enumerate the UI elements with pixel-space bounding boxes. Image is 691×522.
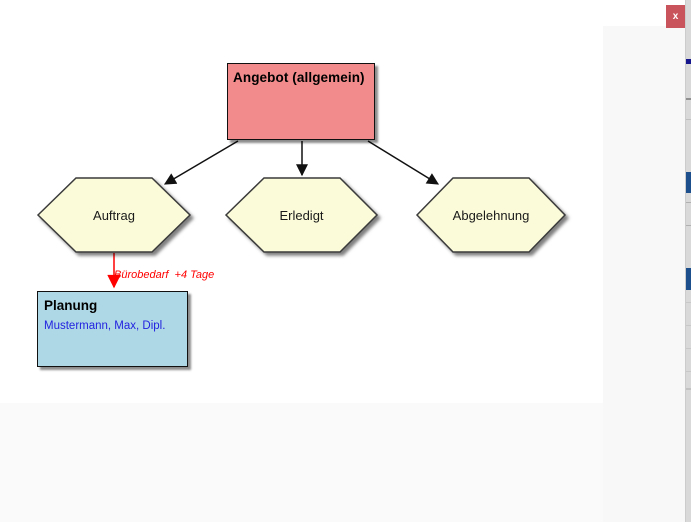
edge-strip-blue-segment xyxy=(686,172,691,193)
edge-angebot-to-abgelehnung[interactable] xyxy=(367,140,440,185)
edge-auftrag-to-planung-label: Bürobedarf +4 Tage xyxy=(114,269,215,281)
node-planung-assignee: Mustermann, Max, Dipl. xyxy=(44,320,166,332)
edge-strip-divider xyxy=(686,388,691,390)
node-planung[interactable]: Planung Mustermann, Max, Dipl. xyxy=(37,291,188,367)
close-icon: x xyxy=(672,11,679,22)
edge-strip-divider xyxy=(686,325,691,326)
edge-angebot-to-auftrag[interactable] xyxy=(163,140,239,185)
edge-strip-divider xyxy=(686,119,691,120)
right-edge-scrollbar xyxy=(685,0,691,522)
edge-strip-divider xyxy=(686,348,691,349)
node-angebot-label: Angebot (allgemein) xyxy=(233,70,365,85)
node-auftrag-hexagon[interactable] xyxy=(36,177,192,253)
node-abgelehnung-hexagon[interactable] xyxy=(415,177,567,253)
node-planung-title: Planung xyxy=(44,298,98,313)
edge-strip-blue-segment xyxy=(686,268,691,290)
edge-strip-divider xyxy=(686,225,691,226)
edge-strip-divider xyxy=(686,98,691,100)
canvas-bottom-region xyxy=(0,403,691,522)
close-button[interactable]: x xyxy=(666,5,685,28)
edge-strip-blue-dot xyxy=(686,59,691,64)
node-erledigt-hexagon[interactable] xyxy=(224,177,379,253)
edge-strip-divider xyxy=(686,202,691,203)
right-background-panel xyxy=(603,26,685,522)
edge-strip-divider xyxy=(686,302,691,303)
node-angebot[interactable]: Angebot (allgemein) xyxy=(227,63,375,140)
edge-strip-divider xyxy=(686,371,691,372)
